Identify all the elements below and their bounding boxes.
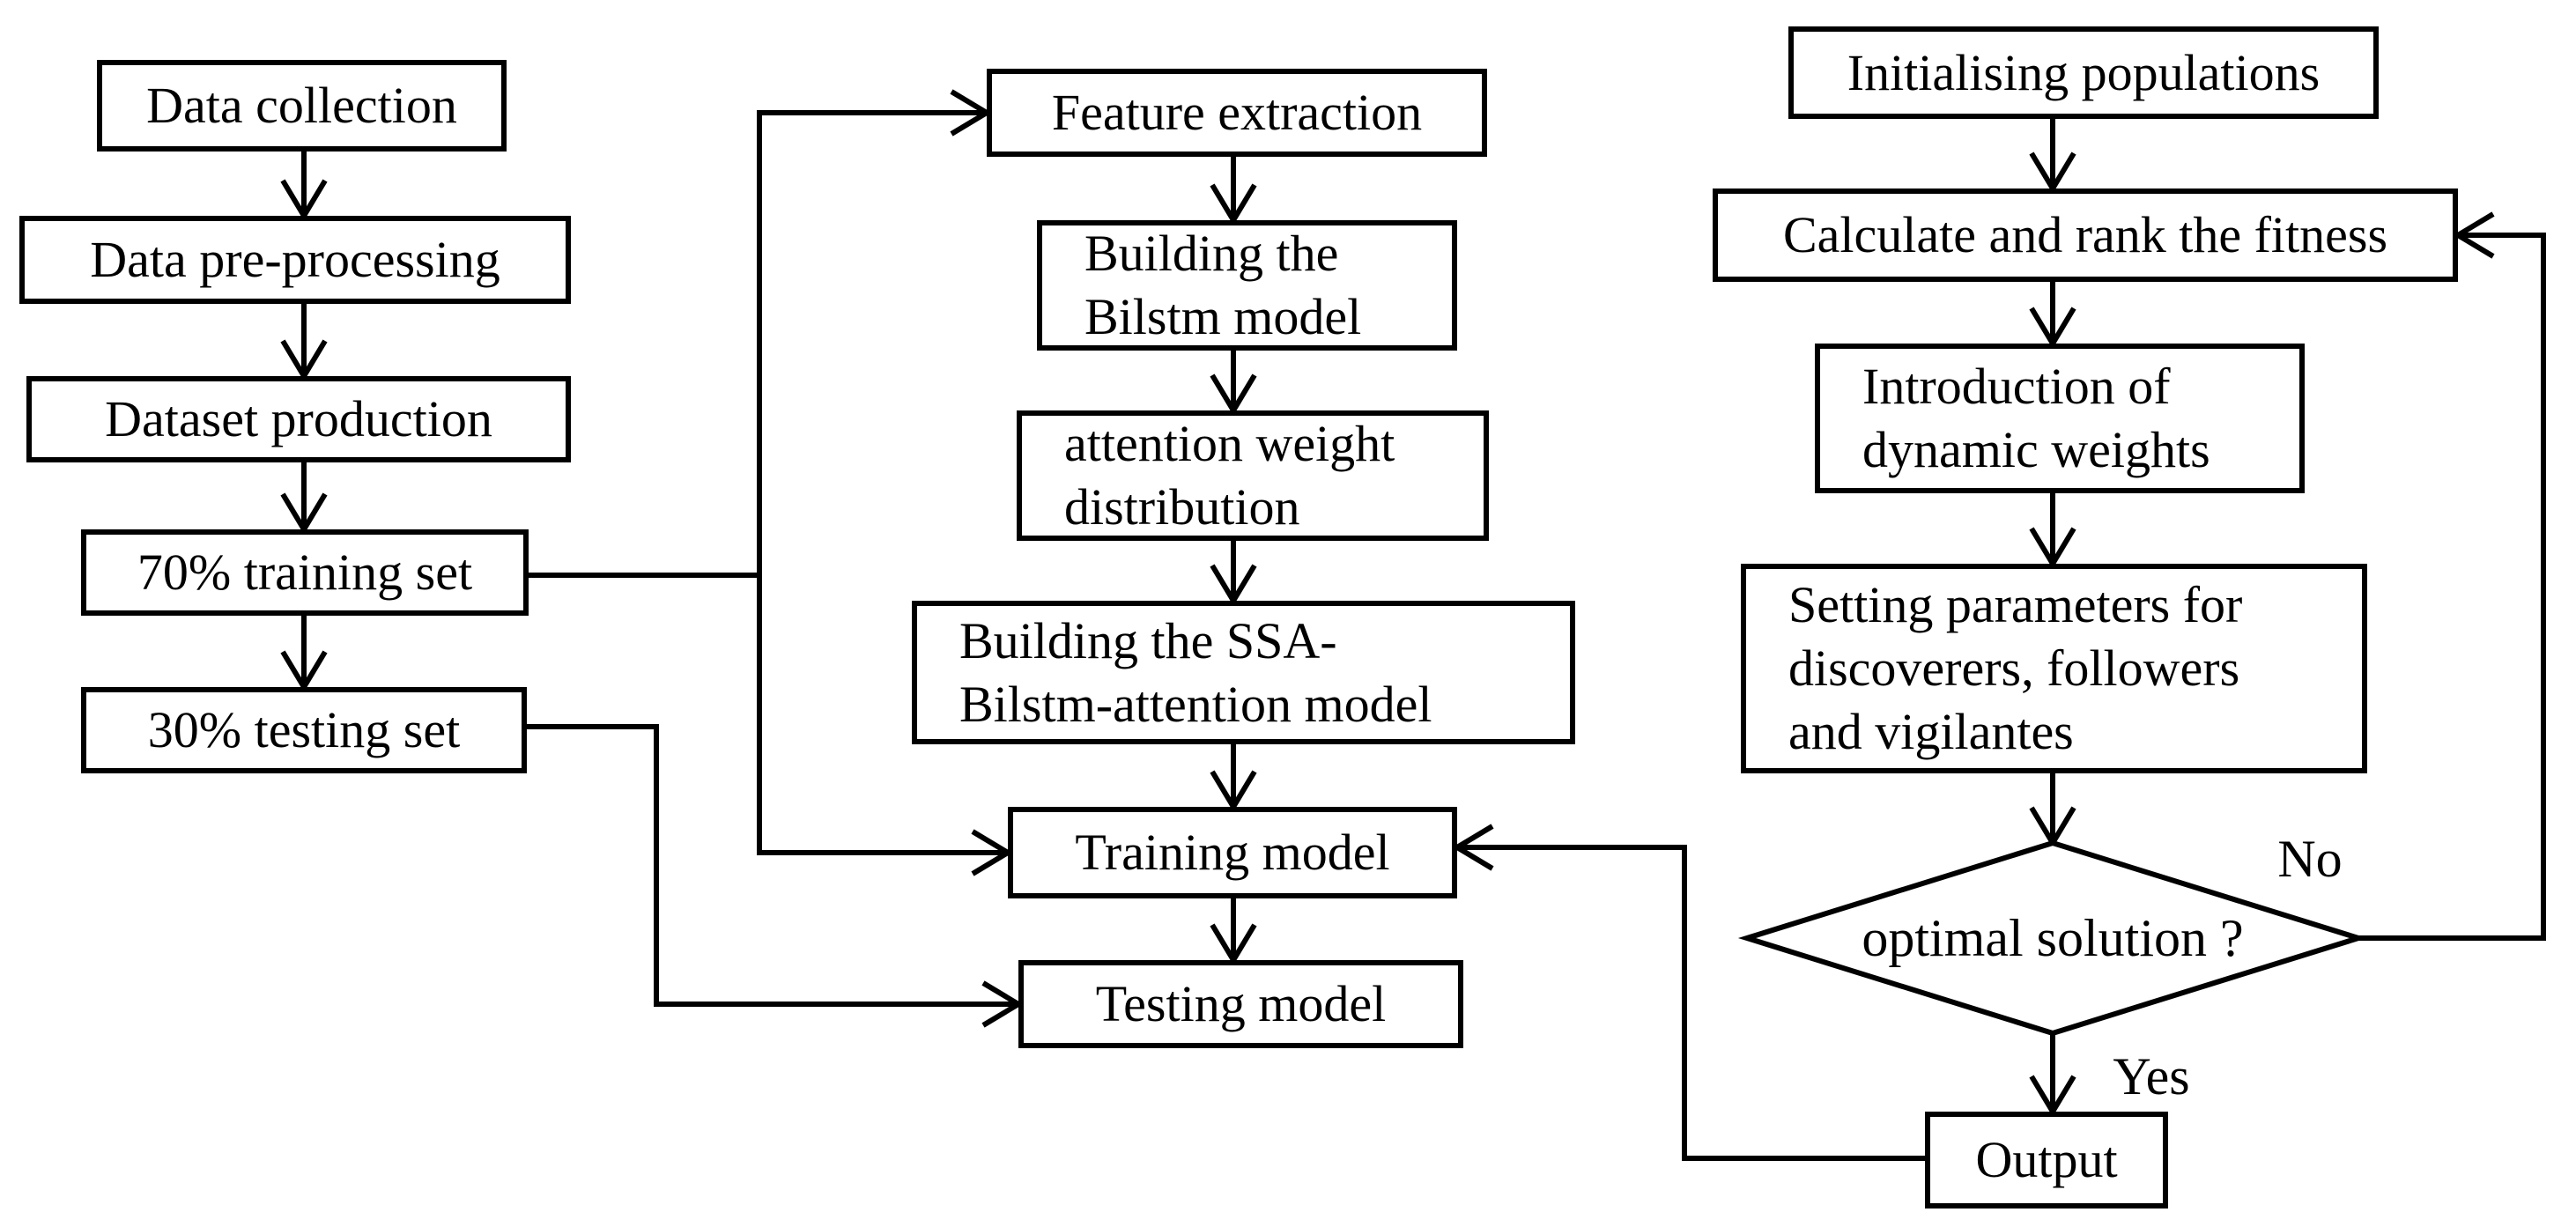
- node-building-bilstm-model: Building the Bilstm model: [1037, 220, 1457, 351]
- node-testing-set: 30% testing set: [81, 687, 527, 773]
- edge-output-to-training-model: [1452, 824, 1925, 1161]
- node-training-model: Training model: [1008, 807, 1457, 898]
- node-initialising-populations: Initialising populations: [1788, 26, 2379, 119]
- decision-diamond: [1737, 839, 2368, 1037]
- decision-diamond-label: optimal solution ?: [1862, 909, 2244, 967]
- node-building-ssa-bilstm-attention-model: Building the SSA- Bilstm-attention model: [912, 601, 1575, 744]
- node-setting-parameters: Setting parameters for discoverers, foll…: [1741, 564, 2367, 773]
- node-calculate-rank-fitness: Calculate and rank the fitness: [1713, 188, 2458, 282]
- edge-label-no: No: [2277, 830, 2343, 888]
- node-feature-extraction: Feature extraction: [987, 69, 1487, 157]
- edge-diamond-no-to-calculate: [2358, 211, 2546, 941]
- node-testing-model: Testing model: [1018, 960, 1463, 1048]
- node-introduction-dynamic-weights: Introduction of dynamic weights: [1815, 344, 2305, 493]
- edge-training-set-to-feature-extraction: [529, 89, 992, 578]
- edge-label-yes: Yes: [2113, 1047, 2190, 1105]
- node-dataset-production: Dataset production: [26, 376, 571, 462]
- edge-testing-set-to-testing-model: [527, 724, 1024, 1028]
- node-output: Output: [1925, 1112, 2168, 1209]
- node-attention-weight-distribution: attention weight distribution: [1017, 410, 1489, 541]
- edge-training-set-to-training-model: [757, 575, 1013, 876]
- node-data-preprocessing: Data pre-processing: [19, 216, 571, 304]
- node-data-collection: Data collection: [97, 60, 507, 152]
- node-training-set: 70% training set: [81, 529, 529, 616]
